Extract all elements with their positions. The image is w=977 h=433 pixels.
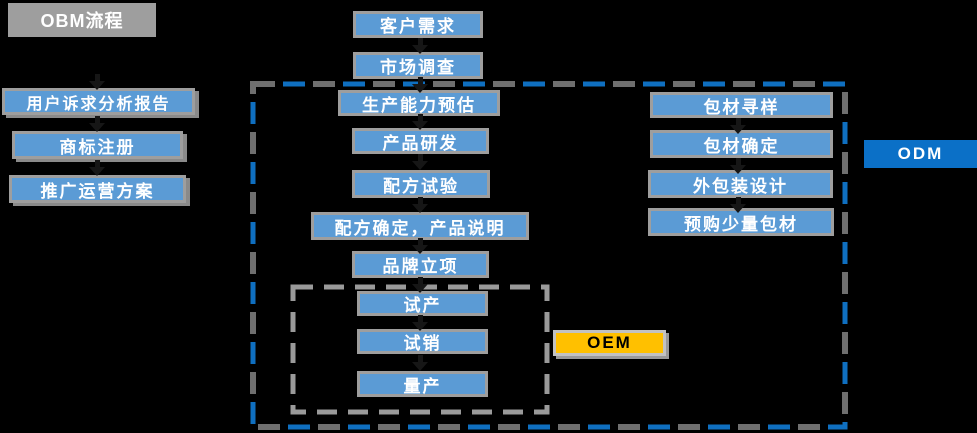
- down-arrow-icon: [412, 355, 428, 371]
- down-arrow-icon: [730, 118, 746, 134]
- odm-label: ODM: [864, 140, 977, 168]
- main-step-formula-confirm: 配方确定，产品说明: [311, 212, 529, 240]
- down-arrow-icon: [412, 315, 428, 331]
- down-arrow-icon: [412, 38, 428, 54]
- diagram-title: OBM流程: [8, 3, 156, 37]
- left-step-trademark-registration: 商标注册: [12, 131, 183, 159]
- left-step-user-demand-report: 用户诉求分析报告: [2, 88, 195, 115]
- main-step-capacity-estimate: 生产能力预估: [338, 90, 500, 116]
- left-step-promotion-plan: 推广运营方案: [9, 175, 186, 203]
- main-step-trial-sale: 试销: [357, 329, 488, 354]
- main-step-brand-initiation: 品牌立项: [352, 251, 489, 278]
- oem-label: OEM: [553, 330, 666, 356]
- odm-region-border-blue: [250, 81, 848, 430]
- pack-step-outer-design: 外包装设计: [648, 170, 833, 198]
- odm-region-border-gray: [250, 81, 848, 430]
- down-arrow-icon: [89, 116, 105, 132]
- down-arrow-icon: [412, 238, 428, 254]
- main-step-trial-production: 试产: [357, 291, 488, 316]
- main-step-customer-needs: 客户需求: [353, 11, 483, 38]
- down-arrow-icon: [412, 197, 428, 213]
- down-arrow-icon: [412, 154, 428, 170]
- down-arrow-icon: [89, 74, 105, 90]
- pack-step-material-confirm: 包材确定: [650, 130, 833, 158]
- main-step-product-rd: 产品研发: [352, 128, 489, 154]
- pack-step-material-sampling: 包材寻样: [650, 92, 833, 118]
- main-step-mass-production: 量产: [357, 371, 488, 397]
- down-arrow-icon: [89, 160, 105, 176]
- down-arrow-icon: [730, 158, 746, 174]
- down-arrow-icon: [412, 77, 428, 93]
- down-arrow-icon: [412, 277, 428, 293]
- down-arrow-icon: [412, 114, 428, 130]
- main-step-formula-test: 配方试验: [352, 170, 490, 198]
- down-arrow-icon: [730, 197, 746, 213]
- main-step-market-research: 市场调查: [353, 52, 483, 79]
